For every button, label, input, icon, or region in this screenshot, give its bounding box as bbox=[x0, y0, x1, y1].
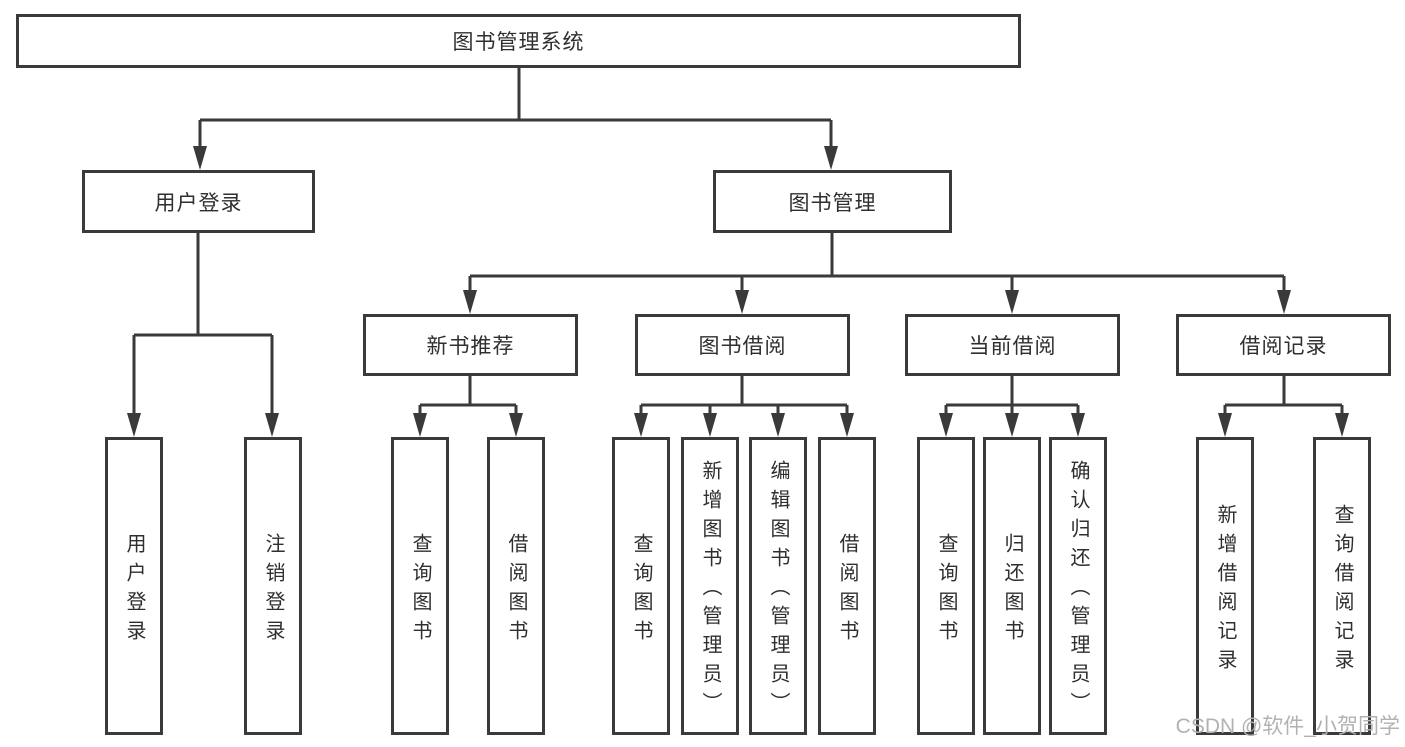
leaf-query-books-borrow: 查询图书 bbox=[612, 437, 670, 735]
leaf-query-borrow-record: 查询借阅记录 bbox=[1313, 437, 1371, 735]
connector-path bbox=[132, 68, 1344, 417]
node-label: 注销登录 bbox=[262, 532, 284, 649]
node-book-management: 图书管理 bbox=[713, 170, 952, 233]
arrowhead-icon bbox=[509, 413, 523, 437]
arrowhead-icon bbox=[1005, 290, 1019, 314]
node-label: 图书管理 bbox=[788, 191, 877, 215]
arrowhead-icon bbox=[1335, 413, 1349, 437]
arrowhead-icon bbox=[735, 290, 749, 314]
node-label: 当前借阅 bbox=[968, 335, 1057, 358]
node-label: 图书管理系统 bbox=[452, 31, 585, 54]
node-label: 查询图书 bbox=[630, 532, 652, 649]
node-label: 用户登录 bbox=[123, 532, 145, 649]
leaf-borrow-books: 借阅图书 bbox=[818, 437, 876, 735]
node-label: 查询图书 bbox=[409, 532, 431, 649]
leaf-logout-login: 注销登录 bbox=[244, 437, 302, 735]
node-label: 新书推荐 bbox=[426, 335, 515, 358]
leaf-add-books-admin: 新增图书（管理员） bbox=[681, 437, 739, 735]
node-label: 新增图书（管理员） bbox=[699, 460, 721, 721]
arrowhead-icon bbox=[127, 413, 141, 437]
arrowhead-icon bbox=[1218, 413, 1232, 437]
node-borrowing-records: 借阅记录 bbox=[1176, 314, 1391, 376]
arrowhead-icon bbox=[1071, 413, 1085, 437]
node-library-system: 图书管理系统 bbox=[16, 14, 1021, 68]
arrowhead-icon bbox=[413, 413, 427, 437]
node-label: 归还图书 bbox=[1001, 532, 1023, 649]
leaf-return-books: 归还图书 bbox=[983, 437, 1041, 735]
node-new-book-recommendation: 新书推荐 bbox=[363, 314, 578, 376]
arrowhead-icon bbox=[771, 413, 785, 437]
node-label: 查询借阅记录 bbox=[1331, 503, 1353, 678]
arrowhead-icon bbox=[1005, 413, 1019, 437]
arrowhead-icon bbox=[1277, 290, 1291, 314]
arrowhead-icon bbox=[193, 146, 207, 170]
arrowhead-icon bbox=[939, 413, 953, 437]
leaf-add-borrow-record: 新增借阅记录 bbox=[1196, 437, 1254, 735]
leaf-confirm-return-admin: 确认归还（管理员） bbox=[1049, 437, 1107, 735]
node-label: 借阅图书 bbox=[836, 532, 858, 649]
leaf-query-books-recommend: 查询图书 bbox=[391, 437, 449, 735]
node-label: 借阅图书 bbox=[505, 532, 527, 649]
arrowhead-icon bbox=[840, 413, 854, 437]
node-label: 查询图书 bbox=[935, 532, 957, 649]
node-user-login: 用户登录 bbox=[82, 170, 315, 233]
arrowhead-icon bbox=[824, 146, 838, 170]
node-label: 借阅记录 bbox=[1239, 335, 1328, 358]
leaf-edit-books-admin: 编辑图书（管理员） bbox=[749, 437, 807, 735]
node-label: 图书借阅 bbox=[698, 335, 787, 358]
node-current-borrowing: 当前借阅 bbox=[905, 314, 1120, 376]
arrowhead-icon bbox=[463, 290, 477, 314]
leaf-borrow-books-recommend: 借阅图书 bbox=[487, 437, 545, 735]
arrowhead-icon bbox=[265, 413, 279, 437]
leaf-user-login: 用户登录 bbox=[105, 437, 163, 735]
arrowhead-icon bbox=[634, 413, 648, 437]
leaf-query-books-current: 查询图书 bbox=[917, 437, 975, 735]
node-label: 编辑图书（管理员） bbox=[767, 460, 789, 721]
arrowhead-icon bbox=[703, 413, 717, 437]
node-label: 新增借阅记录 bbox=[1214, 503, 1236, 678]
node-book-borrowing: 图书借阅 bbox=[635, 314, 850, 376]
node-label: 确认归还（管理员） bbox=[1067, 460, 1089, 721]
watermark: CSDN @软件_小贺同学 bbox=[1175, 715, 1400, 738]
node-label: 用户登录 bbox=[154, 191, 243, 215]
